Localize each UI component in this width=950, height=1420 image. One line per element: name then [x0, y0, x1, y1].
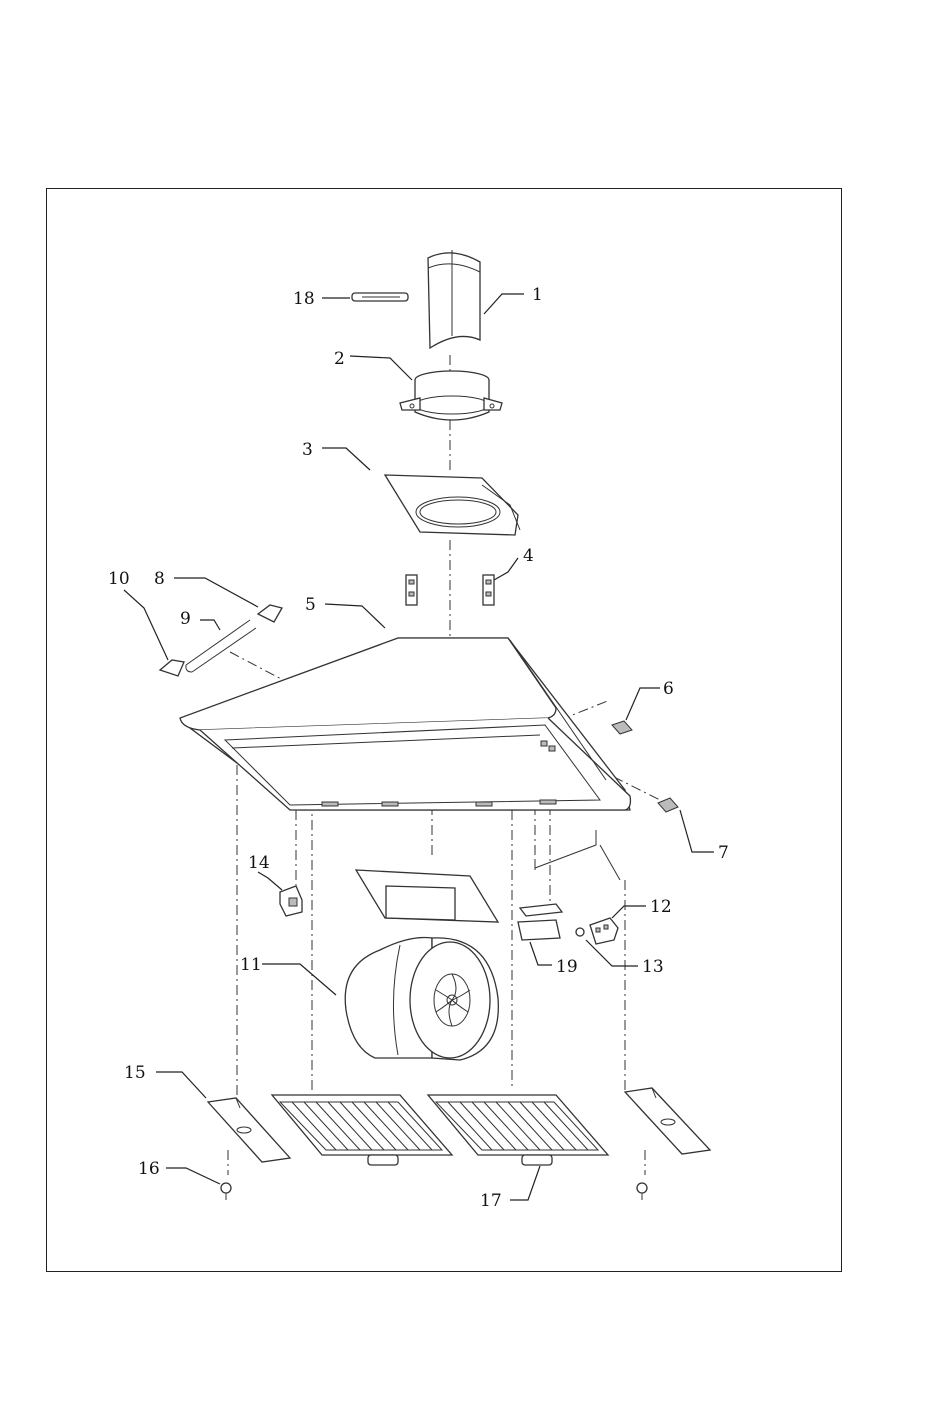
label-6: 6 — [663, 679, 674, 699]
label-1: 1 — [532, 285, 543, 305]
part-8-9-10-light-parts — [160, 605, 282, 676]
label-14: 14 — [248, 853, 270, 873]
part-11-blower — [345, 870, 498, 1060]
label-2: 2 — [334, 349, 345, 369]
label-16: 16 — [138, 1159, 160, 1179]
part-16-lamp-right — [637, 1183, 647, 1200]
part-5-hood-body — [180, 638, 630, 810]
label-10: 10 — [108, 569, 130, 589]
label-9: 9 — [180, 609, 191, 629]
label-3: 3 — [302, 440, 313, 460]
label-5: 5 — [305, 595, 316, 615]
label-12: 12 — [650, 897, 672, 917]
part-16-lamp-left — [221, 1183, 231, 1200]
part-19-capacitor — [518, 904, 562, 940]
label-13: 13 — [642, 957, 664, 977]
part-6-clip — [612, 721, 632, 734]
label-17: 17 — [480, 1191, 502, 1211]
label-15: 15 — [124, 1063, 146, 1083]
part-15-light-bracket-left — [208, 1098, 290, 1162]
label-18: 18 — [293, 289, 315, 309]
part-17-filter-right — [428, 1095, 608, 1165]
part-12-control-box — [590, 918, 618, 944]
label-19: 19 — [556, 957, 578, 977]
label-7: 7 — [718, 843, 729, 863]
part-18-rod — [352, 293, 408, 301]
part-15-light-bracket-right — [625, 1088, 710, 1154]
label-8: 8 — [154, 569, 165, 589]
part-7-clip — [658, 798, 678, 812]
part-17-filter-left — [272, 1095, 452, 1165]
part-14-switch — [280, 886, 302, 916]
label-11: 11 — [240, 955, 262, 975]
label-4: 4 — [523, 546, 534, 566]
part-3-top-plate — [385, 475, 520, 535]
part-1-chimney — [428, 250, 480, 348]
part-2-flange — [400, 371, 502, 420]
part-13-knob — [576, 928, 584, 936]
